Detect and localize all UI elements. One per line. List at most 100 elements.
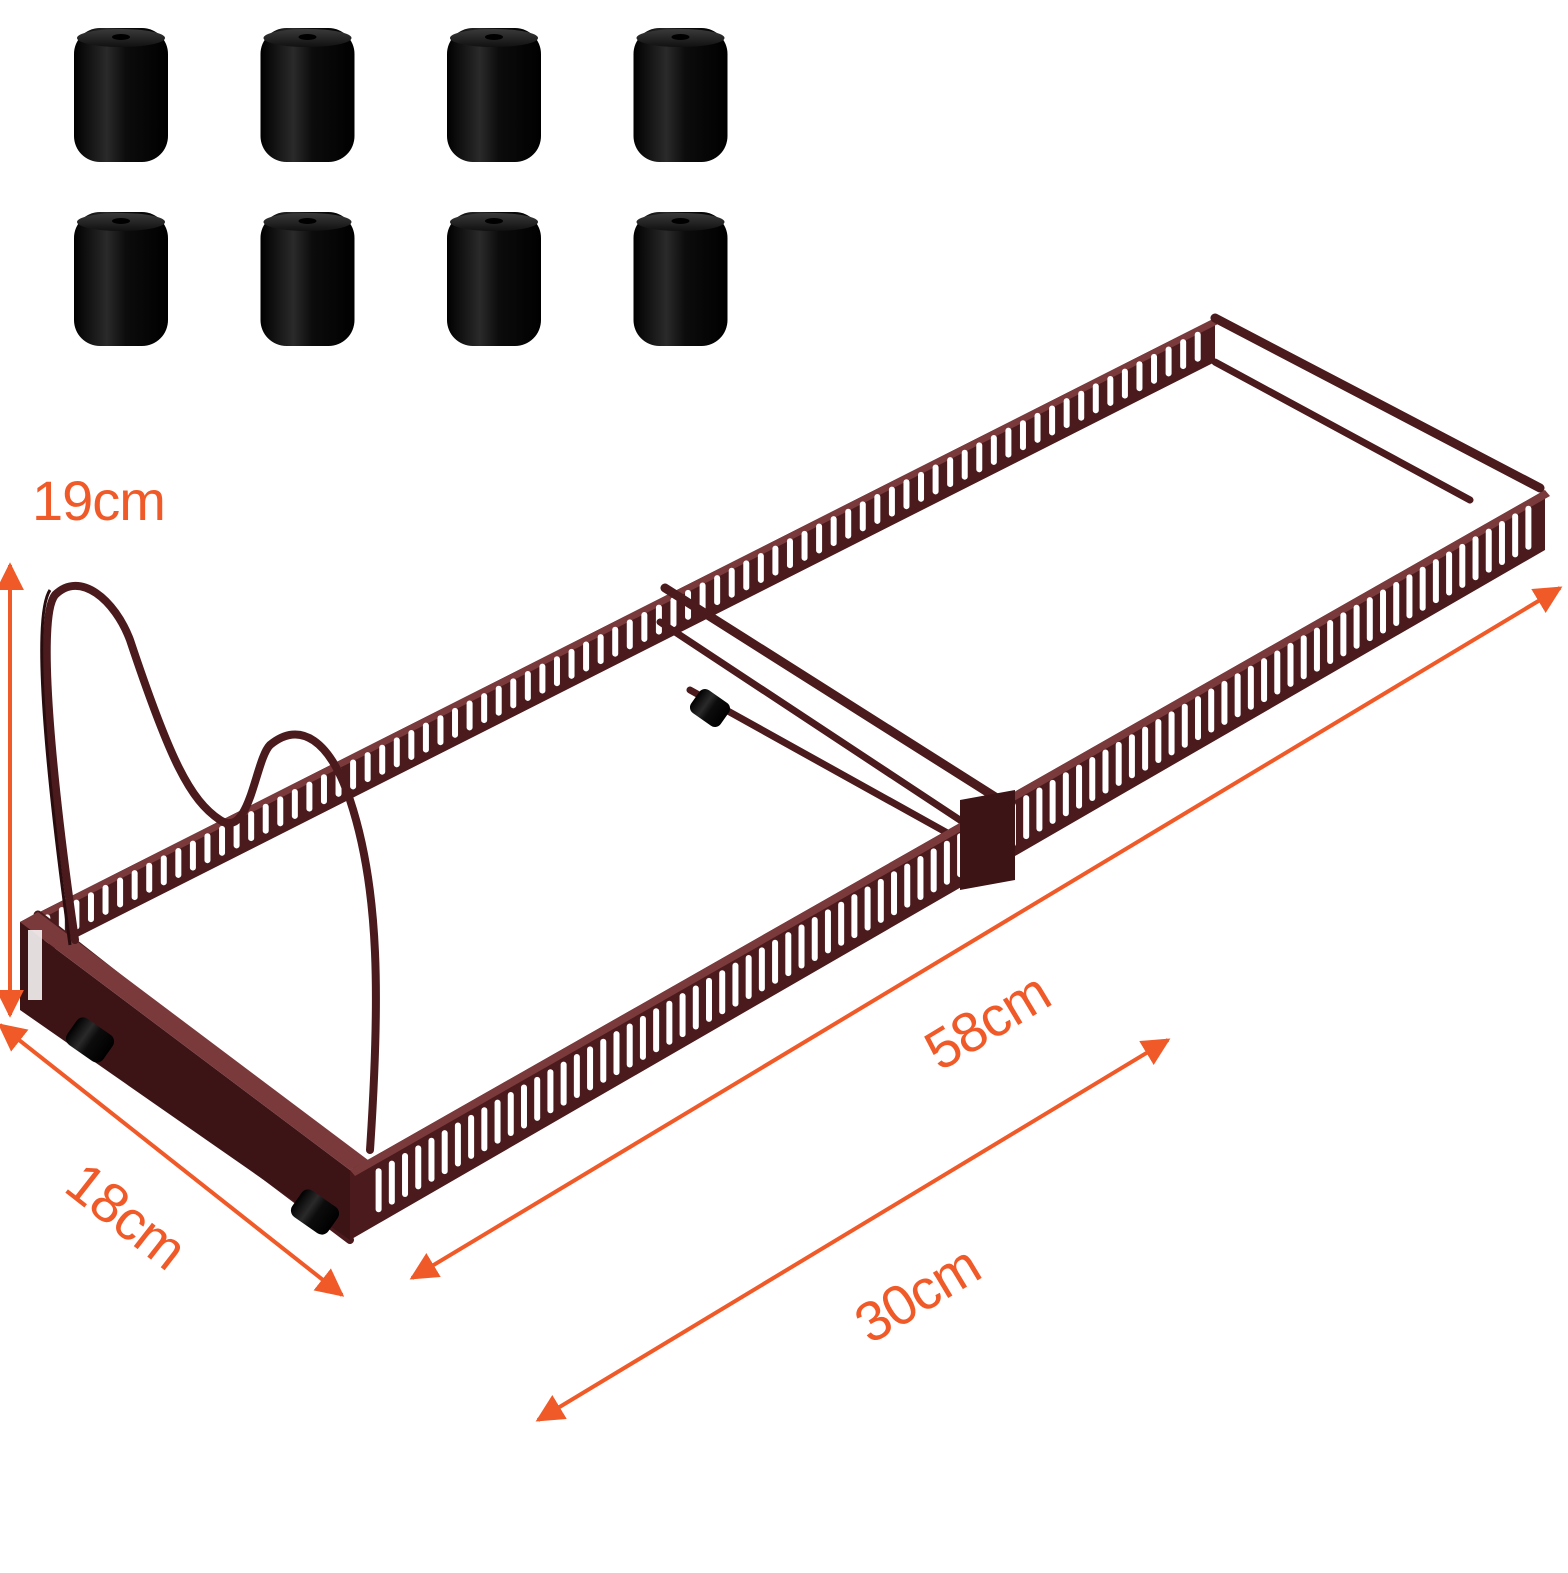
rail-slot [845, 508, 852, 539]
rail-slot [903, 479, 910, 510]
extended-length-arrow [409, 586, 1563, 1280]
rail-slot [641, 611, 648, 642]
rubber-foot-icon [447, 28, 541, 162]
rail-slot [786, 538, 793, 569]
expandable-rack [20, 313, 1550, 1244]
rail-slot [1155, 718, 1162, 763]
rail-slot [1107, 375, 1114, 406]
rail-slot [1432, 559, 1439, 604]
rail-slot [117, 877, 124, 908]
rail-slot [1194, 696, 1201, 741]
rail-slot [904, 863, 911, 908]
rail-slot [1168, 711, 1175, 756]
rail-slot [801, 530, 808, 561]
wire-divider [40, 581, 380, 1154]
rail-slot [1151, 353, 1158, 384]
rail-slot [1208, 688, 1215, 733]
rail-slot [320, 774, 327, 805]
rail-slot [1078, 390, 1085, 421]
rail-slot [428, 1137, 435, 1182]
rail-slot [102, 884, 109, 915]
rail-slot [1049, 405, 1056, 436]
rail-slot [824, 909, 831, 954]
depth-label: 18cm [55, 1150, 199, 1281]
rail-slot [375, 1168, 382, 1213]
rail-slot [415, 1145, 422, 1190]
rail-slot [277, 796, 284, 827]
rail-slot [976, 442, 983, 473]
rail-slot [1234, 673, 1241, 718]
rubber-foot-icon [74, 212, 168, 346]
rail-slot [891, 871, 898, 916]
rail-slot [1115, 741, 1122, 786]
rail-slot [917, 856, 924, 901]
rail-slot [1247, 665, 1254, 710]
rail-slot [219, 825, 226, 856]
rail-slot [379, 744, 386, 775]
rail-slot [719, 970, 726, 1015]
rail-slot [1393, 581, 1400, 626]
rail-slot [932, 464, 939, 495]
rail-slot [714, 575, 721, 606]
rail-slot [874, 493, 881, 524]
rail-slot [1121, 368, 1128, 399]
rail-slot [494, 1099, 501, 1144]
rail-slot [364, 752, 371, 783]
rail-slot [1472, 536, 1479, 581]
rail-slot [520, 1084, 527, 1129]
rail-slot [930, 848, 937, 893]
rail-slot [679, 993, 686, 1038]
rail-slot [816, 523, 823, 554]
rubber-foot-icon [74, 28, 168, 162]
rail-slot [233, 818, 240, 849]
rail-slot [175, 847, 182, 878]
rail-slot [1180, 339, 1187, 370]
rail-slot [481, 1107, 488, 1152]
rail-slot [350, 759, 357, 790]
rail-slot [1485, 528, 1492, 573]
rail-slot [481, 693, 488, 724]
rail-slot [422, 722, 429, 753]
rail-slot [600, 1038, 607, 1083]
rail-slot [626, 619, 633, 650]
rail-slot [785, 932, 792, 977]
rail-slot [757, 552, 764, 583]
rail-slot [888, 486, 895, 517]
rail-slot [160, 855, 167, 886]
rail-slot [524, 670, 531, 701]
rail-slot [692, 985, 699, 1030]
rail-slot [1498, 521, 1505, 566]
rail-slot [838, 901, 845, 946]
rail-slot [510, 678, 517, 709]
rail-slot [583, 641, 590, 672]
rail-slot [639, 1015, 646, 1060]
rail-slot [666, 1000, 673, 1045]
rail-slot [1300, 635, 1307, 680]
rail-slot [306, 781, 313, 812]
rail-slot [1274, 650, 1281, 695]
rail-slot [388, 1160, 395, 1205]
rail-slot [539, 663, 546, 694]
far-end-cap [1210, 313, 1545, 504]
collapsed-length-arrow [535, 1038, 1171, 1422]
rail-slot [811, 916, 818, 961]
rail-slot [1366, 597, 1373, 642]
rail-slot [262, 803, 269, 834]
rail-slot [560, 1061, 567, 1106]
rail-slot [772, 939, 779, 984]
back-rail [20, 318, 1222, 966]
rail-slot [1019, 420, 1026, 451]
rail-slot [653, 1008, 660, 1053]
rail-slot [772, 545, 779, 576]
rail-slot [146, 862, 153, 893]
rail-slot [568, 648, 575, 679]
rail-slot [798, 924, 805, 969]
rail-slot [495, 685, 502, 716]
rail-slot [743, 560, 750, 591]
rail-slot [1194, 331, 1201, 362]
rubber-foot-icon [633, 28, 728, 162]
rail-slot [466, 700, 473, 731]
height-label: 19cm [32, 469, 165, 532]
rail-slot [877, 878, 884, 923]
